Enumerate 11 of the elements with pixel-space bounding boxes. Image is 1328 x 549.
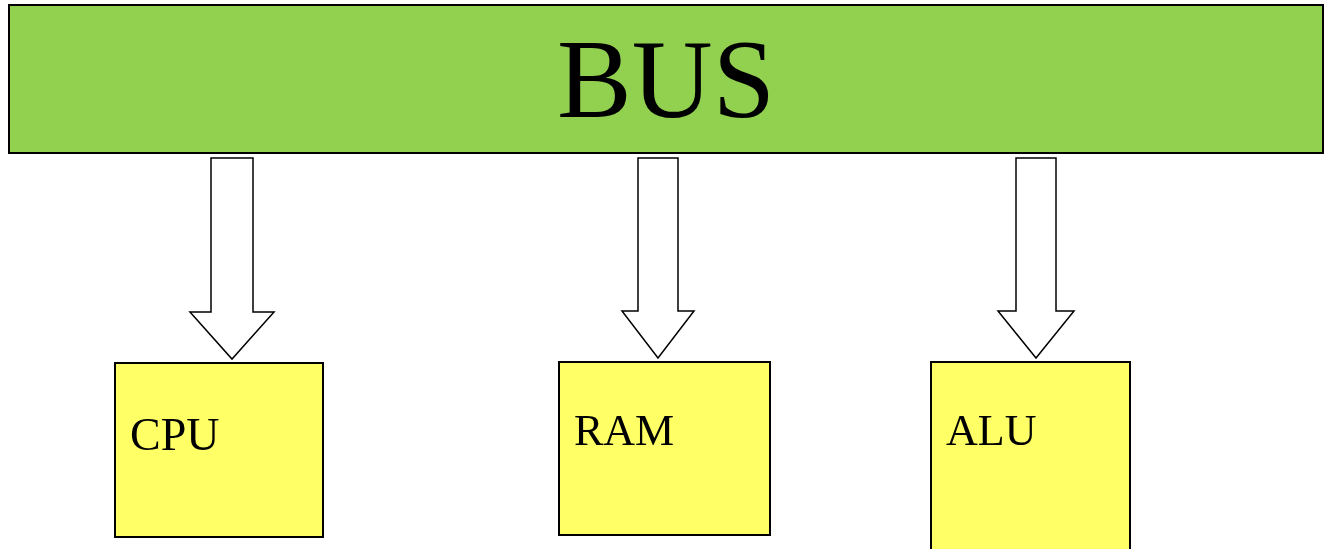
bus-label: BUS [557, 23, 775, 135]
component-box [114, 362, 324, 538]
component-label: ALU [946, 409, 1037, 453]
component-label: RAM [574, 409, 675, 453]
bus-bar [8, 4, 1324, 154]
component-box [930, 361, 1131, 549]
block-arrow [620, 157, 696, 360]
component-box [558, 361, 771, 536]
component-label: CPU [130, 412, 220, 458]
block-arrow [188, 157, 276, 361]
block-arrow [996, 157, 1076, 360]
